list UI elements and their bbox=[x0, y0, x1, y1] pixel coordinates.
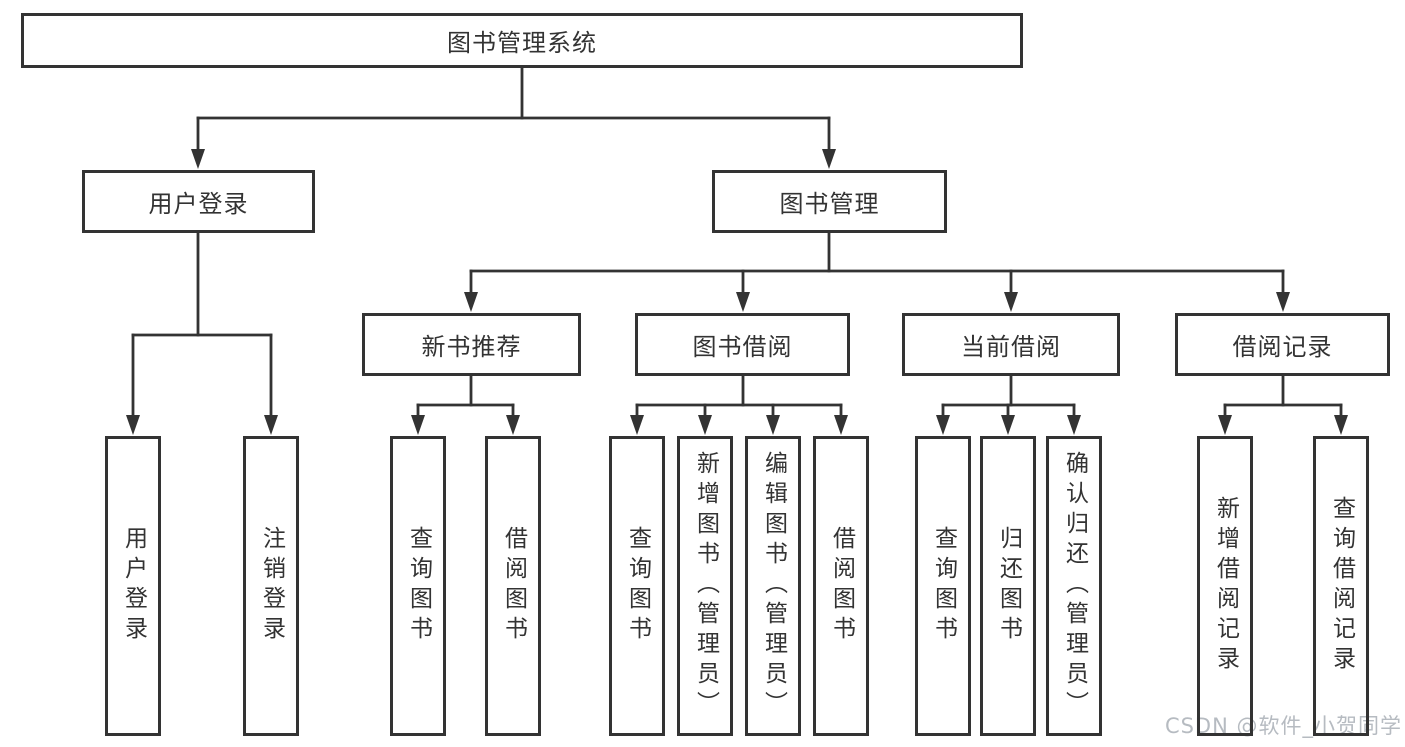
node-label: 编辑图书（管理员） bbox=[760, 451, 787, 721]
node-library-management-system: 图书管理系统 bbox=[21, 13, 1023, 68]
node-label: 新书推荐 bbox=[421, 333, 522, 361]
leaf-record-add-borrow-record: 新增借阅记录 bbox=[1197, 436, 1253, 736]
leaf-borrow-edit-book-admin: 编辑图书（管理员） bbox=[745, 436, 801, 736]
leaf-logout-login: 注销登录 bbox=[243, 436, 299, 736]
csdn-watermark: CSDN @软件_小贺同学 bbox=[1164, 714, 1402, 738]
node-new-book-recommend: 新书推荐 bbox=[362, 313, 581, 376]
node-label: 图书管理 bbox=[779, 190, 880, 218]
node-label: 图书借阅 bbox=[692, 333, 793, 361]
leaf-record-query-borrow-record: 查询借阅记录 bbox=[1313, 436, 1369, 736]
node-label: 借阅图书 bbox=[828, 526, 855, 646]
connector-newrec-to-leaves bbox=[411, 374, 520, 435]
connector-currentborrow-to-leaves bbox=[936, 374, 1081, 435]
leaf-recommend-query-book: 查询图书 bbox=[390, 436, 446, 736]
node-current-borrow: 当前借阅 bbox=[902, 313, 1120, 376]
leaf-current-return-book: 归还图书 bbox=[980, 436, 1036, 736]
connector-borrowrecord-to-leaves bbox=[1218, 374, 1348, 435]
node-label: 查询图书 bbox=[624, 526, 651, 646]
node-label: 查询借阅记录 bbox=[1328, 496, 1355, 676]
node-label: 用户登录 bbox=[148, 190, 249, 218]
node-borrow-record: 借阅记录 bbox=[1175, 313, 1390, 376]
leaf-current-query-book: 查询图书 bbox=[915, 436, 971, 736]
node-label: 图书管理系统 bbox=[447, 29, 597, 57]
node-label: 当前借阅 bbox=[961, 333, 1061, 361]
leaf-recommend-borrow-book: 借阅图书 bbox=[485, 436, 541, 736]
node-book-borrow: 图书借阅 bbox=[635, 313, 850, 376]
node-label: 注销登录 bbox=[258, 526, 285, 646]
node-label: 借阅记录 bbox=[1232, 333, 1333, 361]
node-label: 用户登录 bbox=[120, 526, 147, 646]
leaf-borrow-add-book-admin: 新增图书（管理员） bbox=[677, 436, 733, 736]
node-label: 查询图书 bbox=[930, 526, 957, 646]
node-user-login: 用户登录 bbox=[82, 170, 315, 233]
node-label: 查询图书 bbox=[405, 526, 432, 646]
leaf-user-login: 用户登录 bbox=[105, 436, 161, 736]
node-label: 借阅图书 bbox=[500, 526, 527, 646]
leaf-borrow-query-book: 查询图书 bbox=[609, 436, 665, 736]
node-label: 新增图书（管理员） bbox=[692, 451, 719, 721]
connector-root-to-level2 bbox=[191, 66, 836, 169]
leaf-current-confirm-return-admin: 确认归还（管理员） bbox=[1046, 436, 1102, 736]
connector-bookborrow-to-leaves bbox=[630, 374, 848, 435]
node-label: 确认归还（管理员） bbox=[1061, 451, 1088, 721]
node-label: 新增借阅记录 bbox=[1212, 496, 1239, 676]
connector-userlogin-to-leaves bbox=[126, 231, 278, 435]
node-label: 归还图书 bbox=[995, 526, 1022, 646]
leaf-borrow-borrow-book: 借阅图书 bbox=[813, 436, 869, 736]
connector-bookmgmt-to-level3 bbox=[464, 231, 1290, 312]
node-book-management: 图书管理 bbox=[712, 170, 947, 233]
